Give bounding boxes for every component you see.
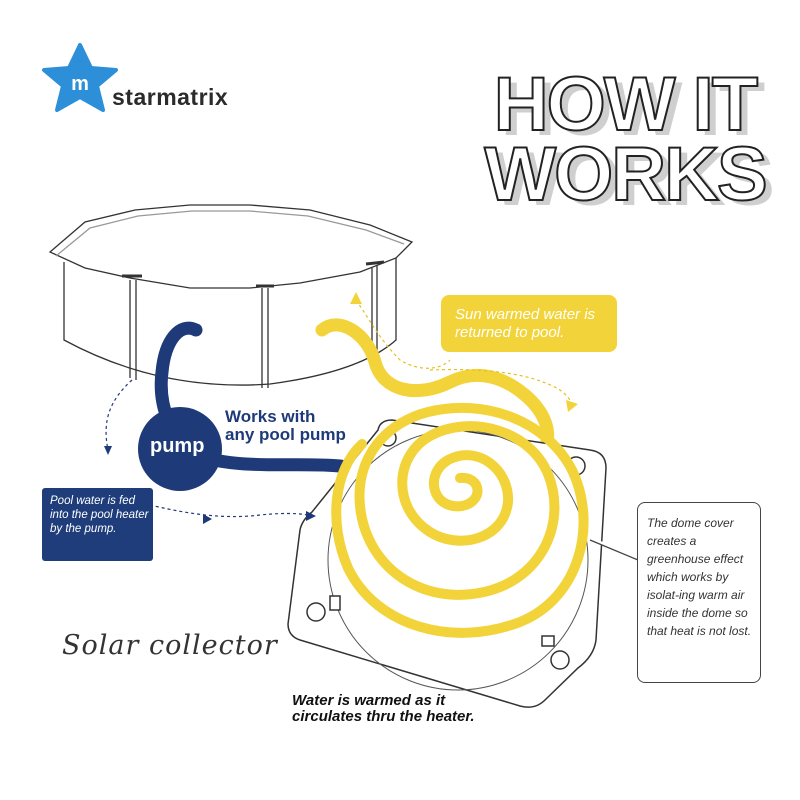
logo-letter: m	[71, 73, 89, 95]
pool-drawing	[48, 204, 414, 388]
pump-circle	[138, 407, 222, 491]
dome-cover-text: The dome cover creates a greenhouse effe…	[647, 516, 752, 638]
arrow-head-right	[203, 514, 212, 524]
dome-cover-callout	[637, 502, 761, 683]
title-line-1: HOW IT	[493, 62, 759, 147]
works-with-line-2: any pool pump	[225, 425, 346, 444]
solar-collector-label: Solar collector	[62, 630, 278, 661]
arrow-head-right	[306, 511, 316, 521]
pump-label: pump	[150, 435, 205, 457]
arrow-head-up	[350, 292, 362, 304]
brand-name: starmatrix	[112, 84, 229, 110]
works-with-label: Works with any pool pump	[225, 408, 346, 444]
dome-spiral	[331, 402, 589, 638]
return-arrows	[355, 299, 573, 405]
star-logo-icon: m	[42, 43, 118, 112]
works-with-line-1: Works with	[225, 407, 316, 426]
arrow-head-right	[566, 400, 578, 412]
flow-arrows	[105, 379, 313, 518]
sun-warmed-text: Sun warmed water is returned to pool.	[455, 306, 596, 341]
return-hose	[315, 318, 555, 455]
pool-water-text: Pool water is fed into the pool heater b…	[50, 495, 149, 535]
title-line-2: WORKS	[483, 132, 768, 217]
sun-warmed-callout	[441, 295, 617, 352]
water-warmed-caption: Water is warmed as it circulates thru th…	[292, 692, 475, 725]
pool-water-callout	[42, 488, 153, 561]
arrow-head-down	[104, 446, 112, 455]
page-title: HOW IT WORKS	[480, 62, 770, 217]
